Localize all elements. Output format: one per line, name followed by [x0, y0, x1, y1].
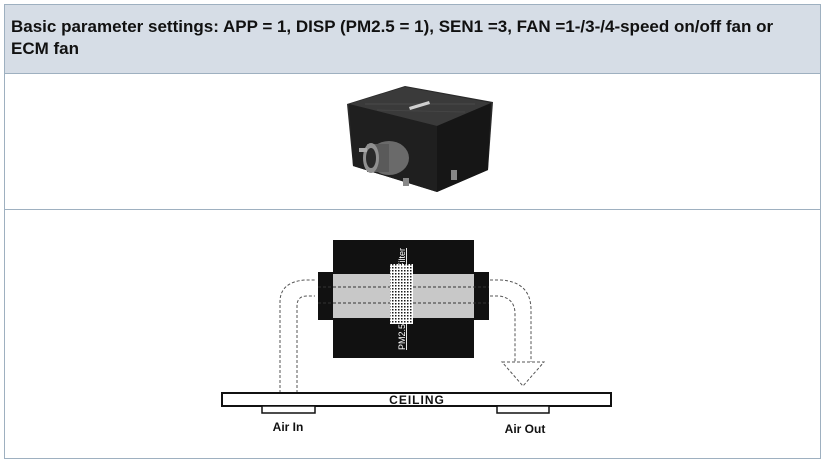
fan-box-device-icon — [347, 86, 493, 192]
air-out-label: Air Out — [505, 422, 546, 436]
ventilation-unit-icon — [318, 240, 489, 358]
air-out-arrow-icon — [490, 279, 546, 387]
table-frame: Basic parameter settings: APP = 1, DISP … — [4, 4, 821, 459]
ceiling-icon — [221, 392, 612, 414]
air-in-arrow-icon — [279, 279, 315, 393]
photo-row — [5, 74, 820, 210]
filter-mesh-icon — [390, 264, 413, 324]
table-header: Basic parameter settings: APP = 1, DISP … — [5, 5, 820, 74]
parameter-settings-heading: Basic parameter settings: APP = 1, DISP … — [11, 17, 774, 58]
ceiling-label: CEILING — [389, 393, 445, 407]
airflow-diagram: Filter PM2.5 CEILING Air In Air Out — [221, 240, 612, 436]
filter-label: Filter — [397, 248, 407, 268]
pm25-sensor-label: PM2.5 — [397, 324, 407, 350]
air-in-label: Air In — [273, 420, 304, 434]
diagram-row: Filter PM2.5 CEILING Air In Air Out — [5, 210, 820, 458]
